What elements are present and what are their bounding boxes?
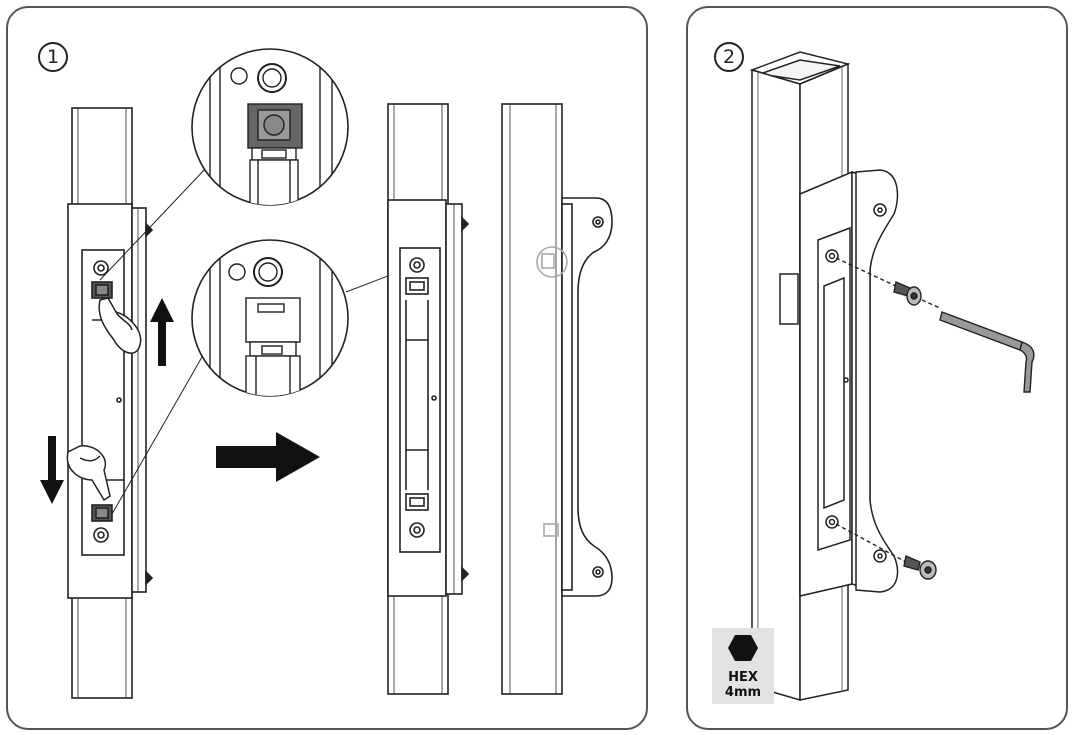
post-side-view bbox=[501, 103, 613, 695]
next-step-arrow-icon bbox=[216, 432, 320, 482]
finger-push-hand-upper bbox=[98, 297, 142, 354]
keeper-left bbox=[67, 203, 154, 599]
screw-bottom-icon bbox=[835, 523, 937, 580]
hex-icon bbox=[728, 635, 758, 661]
tool-type-label: HEX bbox=[728, 670, 758, 685]
step-2-panel bbox=[686, 6, 1068, 730]
screw-top-icon bbox=[835, 257, 941, 309]
step-1-number: 1 bbox=[46, 46, 60, 68]
tool-spec-box: HEX 4mm bbox=[712, 628, 774, 704]
arrow-down-icon bbox=[40, 436, 64, 504]
tool-size-label: 4mm bbox=[724, 685, 762, 700]
keeper-isometric bbox=[779, 169, 899, 597]
post-middle bbox=[387, 103, 470, 695]
zoom-detail-top bbox=[191, 48, 349, 206]
step-1-badge: 1 bbox=[38, 42, 68, 72]
step-2-number: 2 bbox=[722, 46, 736, 68]
step-2-badge: 2 bbox=[714, 42, 744, 72]
arrow-up-icon bbox=[150, 298, 174, 366]
zoom-detail-bottom bbox=[191, 239, 349, 397]
finger-push-hand-lower bbox=[66, 445, 111, 502]
hex-key-icon bbox=[939, 311, 1035, 393]
